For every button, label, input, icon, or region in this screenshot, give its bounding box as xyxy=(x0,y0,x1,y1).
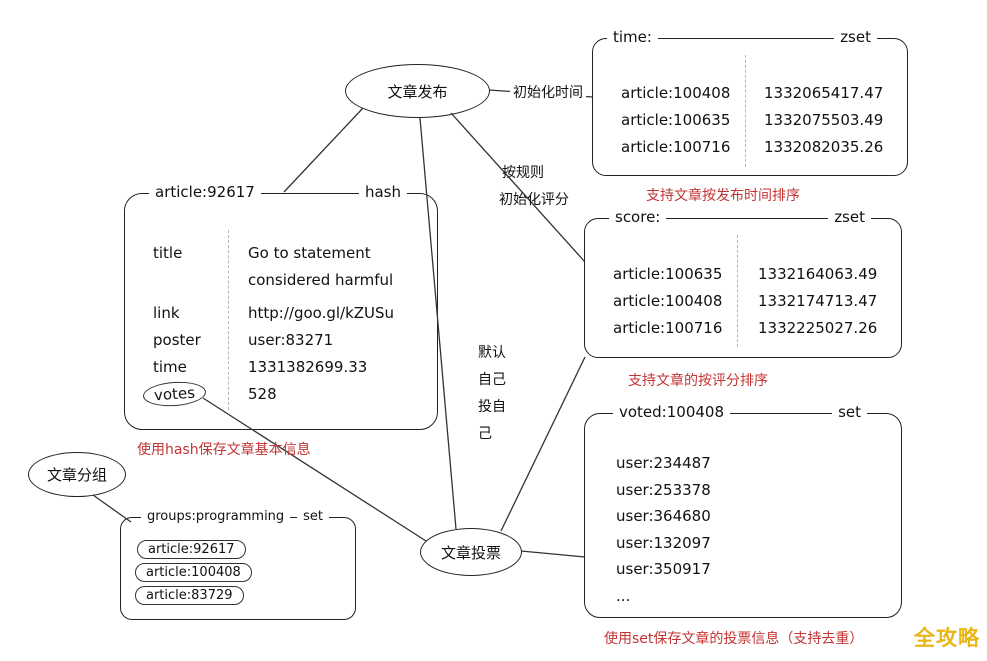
set-member: user:234487 xyxy=(616,454,711,472)
member: article:100716 xyxy=(613,319,723,337)
node-label: 文章发布 xyxy=(387,82,448,101)
score-value: 1332065417.47 xyxy=(764,84,884,102)
voted-box-body: user:234487 user:253378 user:364680 user… xyxy=(585,414,901,609)
groups-set-box: groups:programming set article:92617 art… xyxy=(120,509,356,620)
field: votes xyxy=(142,379,248,409)
member: article:100408 xyxy=(613,292,723,310)
article-hash-box: article:92617 hash title Go to statement … xyxy=(124,183,438,430)
caption-score-sort: 支持文章的按评分排序 xyxy=(628,373,768,389)
zset-row: article:100635 1332164063.49 xyxy=(613,261,901,288)
hash-row: time 1331382699.33 xyxy=(153,354,437,381)
zset-row: article:100716 1332225027.26 xyxy=(613,315,901,342)
score-box-type: zset xyxy=(828,208,871,226)
set-member: user:253378 xyxy=(616,480,711,499)
group-member-pill: article:92617 xyxy=(137,540,246,559)
group-member-pill: article:100408 xyxy=(135,563,252,582)
caption-time-sort: 支持文章按发布时间排序 xyxy=(646,188,800,204)
score-value: 1332174713.47 xyxy=(758,292,878,310)
group-member-pill: article:83729 xyxy=(135,586,244,605)
field: title xyxy=(153,244,183,262)
member: article:100635 xyxy=(621,111,731,129)
value: 528 xyxy=(248,385,277,403)
hash-row: link http://goo.gl/kZUSu xyxy=(153,300,437,327)
value: 1331382699.33 xyxy=(248,358,368,376)
hash-row: votes 528 xyxy=(142,379,437,409)
caption-voted-info: 使用set保存文章的投票信息（支持去重） xyxy=(604,631,864,647)
votes-field-oval: votes xyxy=(142,379,207,409)
time-box-type: zset xyxy=(834,28,877,46)
groups-box-title: groups:programming xyxy=(141,509,291,524)
score-value: 1332075503.49 xyxy=(764,111,884,129)
edge-label-self-vote: 默认 自己 投自 己 xyxy=(478,340,512,448)
edge-vote-voted xyxy=(520,550,586,558)
score-zset-box: score: zset article:100635 1332164063.49 … xyxy=(584,208,902,358)
member: article:100408 xyxy=(621,84,731,102)
score-box-body: article:100635 1332164063.49 article:1004… xyxy=(585,219,901,342)
node-article-group: 文章分组 xyxy=(28,452,126,497)
set-member: user:364680 xyxy=(616,507,711,525)
edge-publish-hash xyxy=(283,107,364,193)
time-box-body: article:100408 1332065417.47 article:1006… xyxy=(593,39,907,161)
hash-box-title: article:92617 xyxy=(149,183,261,201)
member: article:100716 xyxy=(621,138,731,156)
time-box-title: time: xyxy=(607,28,658,46)
hash-row: title Go to statement considered harmful xyxy=(153,240,437,294)
hash-box-divider xyxy=(228,230,229,410)
edge-vote-score xyxy=(500,356,586,532)
value: http://goo.gl/kZUSu xyxy=(248,304,395,322)
zset-row: article:100716 1332082035.26 xyxy=(621,134,907,161)
groups-box-body: article:92617 article:100408 article:837… xyxy=(121,518,355,605)
edge-label-line: 默认 xyxy=(478,345,506,361)
edge-publish-score xyxy=(450,112,586,263)
score-value: 1332225027.26 xyxy=(758,319,878,337)
edge-label-line: 投自 xyxy=(478,399,506,415)
voted-box-title: voted:100408 xyxy=(613,403,730,421)
field: time xyxy=(153,358,187,376)
hash-row: poster user:83271 xyxy=(153,327,437,354)
node-label: 文章投票 xyxy=(440,543,501,562)
node-article-vote: 文章投票 xyxy=(420,528,522,576)
set-member-ellipsis: ... xyxy=(616,586,631,605)
zset-row: article:100408 1332065417.47 xyxy=(621,80,907,107)
edge-label-line: 己 xyxy=(478,426,492,442)
voted-set-box: voted:100408 set user:234487 user:253378… xyxy=(584,403,902,618)
score-value: 1332082035.26 xyxy=(764,138,884,156)
field: poster xyxy=(153,331,201,349)
time-zset-box: time: zset article:100408 1332065417.47 a… xyxy=(592,28,908,176)
voted-box-type: set xyxy=(832,403,867,421)
score-box-title: score: xyxy=(609,208,667,226)
score-box-divider xyxy=(737,235,738,347)
set-member: user:350917 xyxy=(616,560,711,578)
hash-box-type: hash xyxy=(358,183,407,201)
edge-label-rule-2: 初始化评分 xyxy=(499,192,569,208)
node-label: 文章分组 xyxy=(46,466,107,484)
score-value: 1332164063.49 xyxy=(758,265,878,283)
set-member: user:132097 xyxy=(616,533,711,552)
watermark-text: 全攻略 xyxy=(914,626,980,650)
edge-label-init-time: 初始化时间 xyxy=(510,82,586,102)
zset-row: article:100635 1332075503.49 xyxy=(621,107,907,134)
groups-box-type: set xyxy=(297,509,329,524)
member: article:100635 xyxy=(613,265,723,283)
edge-label-rule-1: 按规则 xyxy=(502,165,544,181)
field: link xyxy=(153,304,180,322)
caption-hash-info: 使用hash保存文章基本信息 xyxy=(137,442,311,458)
value: Go to statement considered harmful xyxy=(248,244,394,289)
time-box-divider xyxy=(745,55,746,167)
value: user:83271 xyxy=(248,331,334,349)
edge-label-line: 自己 xyxy=(478,372,506,388)
node-article-publish: 文章发布 xyxy=(345,64,490,118)
zset-row: article:100408 1332174713.47 xyxy=(613,288,901,315)
